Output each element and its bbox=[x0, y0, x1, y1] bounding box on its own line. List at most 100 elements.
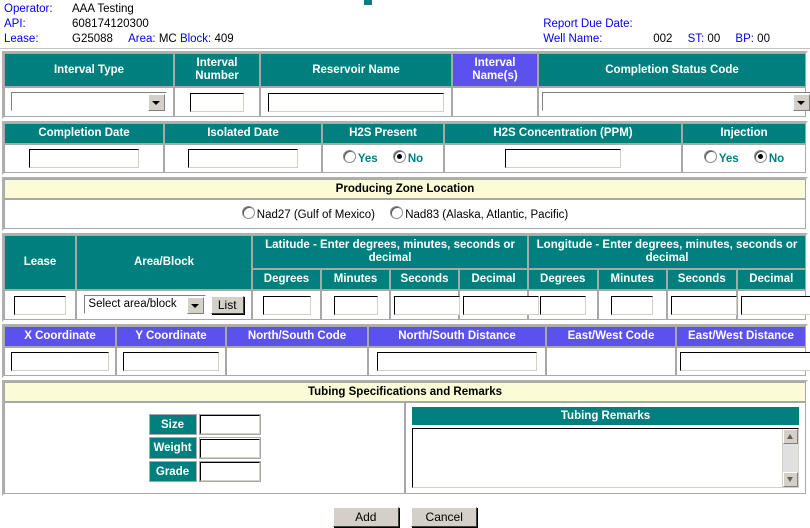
header-area-block: Area/Block bbox=[76, 235, 252, 290]
tubing-remarks-scrollbar[interactable] bbox=[782, 429, 798, 487]
nad27-label: Nad27 (Gulf of Mexico) bbox=[256, 209, 376, 221]
tubing-section: Tubing Specifications and Remarks Size W… bbox=[2, 380, 808, 496]
location-section: Lease Area/Block Latitude - Enter degree… bbox=[2, 233, 810, 322]
cell-injection: Yes No bbox=[682, 143, 806, 173]
header-interval-type: Interval Type bbox=[4, 53, 174, 87]
header-injection: Injection bbox=[682, 122, 806, 144]
latitude-decimal-input[interactable] bbox=[463, 295, 539, 315]
header-latitude: Latitude - Enter degrees, minutes, secon… bbox=[252, 235, 528, 269]
header-lon-degrees: Degrees bbox=[528, 269, 598, 290]
block-value: 409 bbox=[214, 33, 234, 45]
producing-zone-section: Producing Zone Location Nad27 (Gulf of M… bbox=[2, 177, 808, 231]
injection-yes-label: Yes bbox=[718, 153, 739, 166]
latitude-minutes-input[interactable] bbox=[333, 295, 378, 315]
coordinate-value-row bbox=[4, 346, 810, 376]
coordinate-header-row: X Coordinate Y Coordinate North/South Co… bbox=[4, 325, 806, 347]
add-button[interactable]: Add bbox=[332, 507, 399, 527]
chevron-down-icon bbox=[148, 94, 165, 112]
tubing-remarks-textarea[interactable] bbox=[412, 428, 799, 488]
operator-value: AAA Testing bbox=[72, 3, 134, 15]
cell-lat-seconds bbox=[390, 290, 460, 320]
interval-section: Interval Type Interval Number Reservoir … bbox=[2, 51, 810, 119]
nad83-label: Nad83 (Alaska, Atlantic, Pacific) bbox=[405, 209, 569, 221]
isolated-date-input[interactable] bbox=[188, 149, 298, 168]
tubing-specs-table: Size Weight Grade bbox=[147, 412, 263, 485]
h2s-present-yes-label: Yes bbox=[357, 153, 378, 166]
lease-label: Lease: bbox=[4, 33, 39, 45]
header-lon-decimal: Decimal bbox=[736, 269, 806, 290]
header-lat-minutes: Minutes bbox=[321, 269, 390, 290]
cell-east-west-distance bbox=[676, 346, 810, 376]
page-banner-stub bbox=[364, 0, 372, 5]
cell-lat-degrees bbox=[252, 290, 321, 320]
tubing-weight-input[interactable] bbox=[199, 438, 260, 458]
header-lat-degrees: Degrees bbox=[252, 269, 321, 290]
tubing-grade-input[interactable] bbox=[199, 462, 260, 482]
form-actions: Add Cancel bbox=[0, 498, 810, 527]
injection-radio-group[interactable]: Yes No bbox=[703, 150, 785, 166]
header-lon-minutes: Minutes bbox=[597, 269, 667, 290]
interval-type-select[interactable] bbox=[11, 92, 167, 112]
cell-north-south-code bbox=[226, 346, 368, 376]
cell-lon-minutes bbox=[597, 290, 667, 320]
scroll-up-icon[interactable] bbox=[783, 429, 798, 444]
cancel-button[interactable]: Cancel bbox=[411, 507, 478, 527]
area-block-list-button[interactable]: List bbox=[210, 295, 244, 314]
nad83-radio[interactable] bbox=[390, 206, 404, 219]
longitude-minutes-input[interactable] bbox=[611, 295, 654, 315]
cell-interval-names bbox=[452, 87, 538, 117]
area-block-select[interactable]: Select area/block bbox=[84, 295, 207, 315]
x-coordinate-input[interactable] bbox=[11, 352, 109, 371]
cell-lon-degrees bbox=[528, 290, 598, 320]
tubing-title: Tubing Specifications and Remarks bbox=[4, 382, 806, 402]
north-south-distance-input[interactable] bbox=[377, 352, 537, 371]
api-value: 608174120300 bbox=[72, 18, 149, 30]
injection-no-radio[interactable] bbox=[753, 150, 767, 164]
datum-radio-group[interactable]: Nad27 (Gulf of Mexico) Nad83 (Alaska, At… bbox=[241, 206, 569, 221]
y-coordinate-input[interactable] bbox=[123, 352, 219, 371]
lease-input[interactable] bbox=[14, 295, 66, 315]
cell-h2s-concentration bbox=[444, 143, 682, 173]
cell-y-coordinate bbox=[116, 346, 226, 376]
scroll-down-icon[interactable] bbox=[783, 472, 798, 487]
bp-value: 00 bbox=[757, 33, 770, 45]
tubing-size-input[interactable] bbox=[199, 415, 260, 435]
reservoir-name-input[interactable] bbox=[268, 92, 444, 112]
cell-interval-type bbox=[4, 87, 174, 117]
h2s-present-yes-radio[interactable] bbox=[342, 150, 356, 164]
longitude-decimal-input[interactable] bbox=[740, 295, 810, 315]
h2s-concentration-input[interactable] bbox=[505, 149, 621, 168]
header-h2s-present: H2S Present bbox=[322, 122, 444, 144]
tubing-size-row: Size bbox=[148, 413, 261, 436]
lease-value: G25088 bbox=[72, 33, 113, 45]
cell-east-west-code bbox=[546, 346, 676, 376]
injection-no-label: No bbox=[768, 153, 785, 166]
completion-date-input[interactable] bbox=[29, 149, 139, 168]
latitude-degrees-input[interactable] bbox=[262, 295, 311, 315]
longitude-degrees-input[interactable] bbox=[539, 295, 586, 315]
report-due-date-label: Report Due Date: bbox=[543, 18, 633, 30]
operator-row: Operator:AAA Testing bbox=[4, 2, 810, 17]
tubing-grade-row: Grade bbox=[148, 460, 261, 483]
latitude-seconds-input[interactable] bbox=[394, 295, 460, 315]
h2s-present-radio-group[interactable]: Yes No bbox=[342, 150, 423, 166]
header-east-west-code: East/West Code bbox=[546, 325, 676, 347]
completion-status-code-select[interactable] bbox=[542, 92, 810, 112]
injection-yes-radio[interactable] bbox=[703, 150, 717, 164]
well-name-value: 002 bbox=[653, 33, 673, 45]
cell-north-south-distance bbox=[368, 346, 546, 376]
nad27-radio[interactable] bbox=[241, 206, 255, 219]
tubing-size-cell bbox=[198, 413, 261, 436]
longitude-seconds-input[interactable] bbox=[671, 295, 737, 315]
h2s-present-no-radio[interactable] bbox=[392, 150, 406, 164]
dates-header-row: Completion Date Isolated Date H2S Presen… bbox=[4, 122, 806, 144]
interval-value-row bbox=[4, 87, 810, 117]
tubing-grade-cell bbox=[198, 460, 261, 483]
producing-zone-title-row: Producing Zone Location bbox=[4, 179, 806, 199]
producing-zone-title: Producing Zone Location bbox=[4, 179, 806, 199]
producing-zone-datum-row: Nad27 (Gulf of Mexico) Nad83 (Alaska, At… bbox=[4, 199, 806, 229]
api-label: API: bbox=[4, 18, 26, 30]
interval-number-input[interactable] bbox=[190, 92, 244, 112]
header-completion-date: Completion Date bbox=[4, 122, 164, 144]
east-west-distance-input[interactable] bbox=[680, 352, 810, 371]
